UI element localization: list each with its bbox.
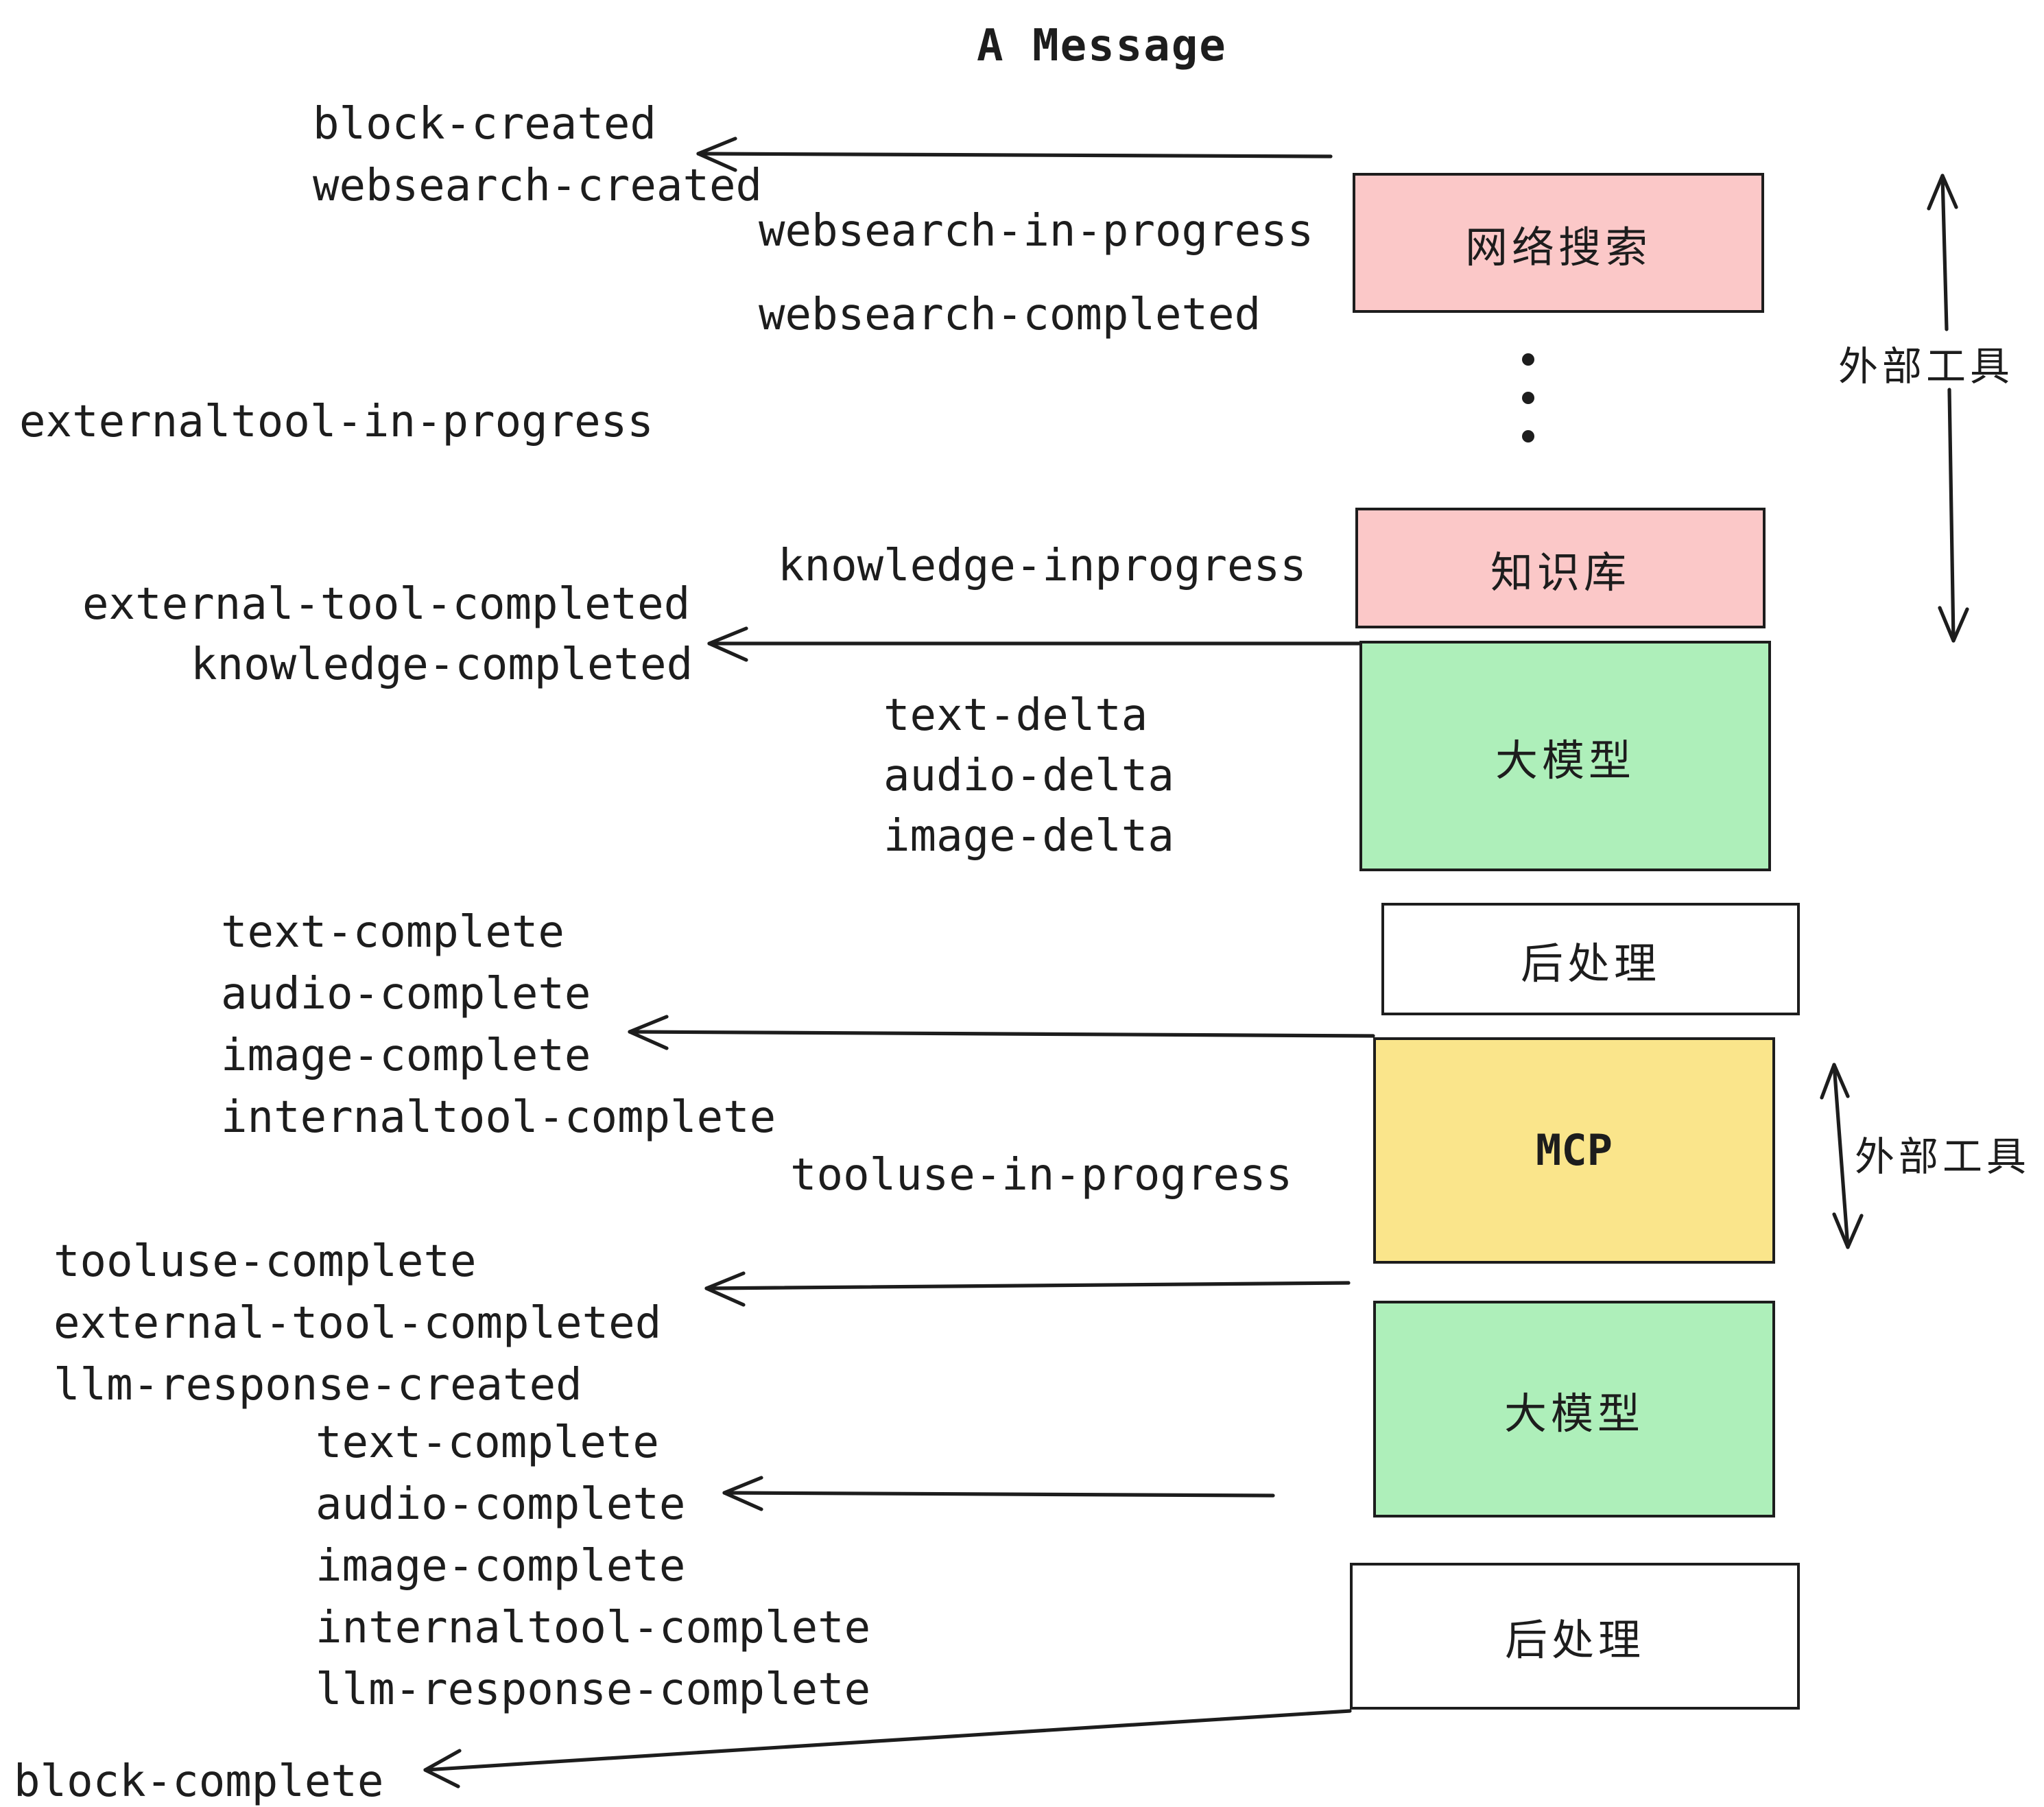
event-llm-response-complete: llm-response-complete	[316, 1663, 871, 1715]
node-llm-1: 大模型	[1359, 641, 1771, 871]
event-block-created: block-created	[313, 97, 656, 150]
node-mcp: MCP	[1373, 1037, 1775, 1264]
event-websearch-in-progress: websearch-in-progress	[759, 204, 1314, 257]
side-label-external-tools-2: 外部工具	[1855, 1133, 2031, 1180]
arrow-to-tooluse-complete	[704, 1271, 1351, 1307]
page-title: A Message	[977, 19, 1227, 71]
event-internaltool-complete-2: internaltool-complete	[316, 1601, 871, 1653]
arrow-websearch-to-created	[696, 137, 1333, 172]
event-websearch-completed: websearch-completed	[759, 288, 1261, 340]
event-audio-delta: audio-delta	[883, 749, 1174, 801]
arrow-to-knowledge-completed	[707, 626, 1362, 662]
node-llm-1-label: 大模型	[1495, 736, 1635, 786]
event-externaltool-in-progress: externaltool-in-progress	[19, 395, 654, 447]
node-postprocess-1-label: 后处理	[1521, 939, 1661, 989]
event-internaltool-complete: internaltool-complete	[221, 1091, 776, 1143]
node-postprocess-1: 后处理	[1381, 903, 1800, 1015]
event-audio-complete: audio-complete	[221, 967, 591, 1019]
node-postprocess-2-label: 后处理	[1505, 1616, 1645, 1666]
node-knowledge: 知识库	[1355, 508, 1766, 628]
event-knowledge-inprogress: knowledge-inprogress	[778, 539, 1307, 591]
event-llm-response-created: llm-response-created	[54, 1358, 582, 1410]
node-knowledge-label: 知识库	[1490, 548, 1630, 598]
event-external-tool-completed-2: external-tool-completed	[54, 1297, 662, 1349]
node-postprocess-2: 后处理	[1350, 1563, 1800, 1710]
event-tooluse-complete: tooluse-complete	[54, 1235, 477, 1287]
event-text-complete: text-complete	[221, 906, 565, 958]
vertical-ellipsis-dots	[1522, 353, 1534, 442]
event-websearch-created: websearch-created	[313, 159, 763, 211]
event-image-complete: image-complete	[221, 1029, 591, 1081]
event-external-tool-completed: external-tool-completed	[82, 578, 691, 630]
event-block-complete: block-complete	[14, 1755, 384, 1807]
side-label-external-tools-1: 外部工具	[1838, 343, 2015, 390]
node-llm-2: 大模型	[1373, 1301, 1775, 1517]
node-llm-2-label: 大模型	[1504, 1389, 1644, 1439]
arrow-to-audio-complete	[722, 1476, 1275, 1511]
event-audio-complete-2: audio-complete	[316, 1478, 686, 1530]
event-text-complete-2: text-complete	[316, 1416, 659, 1468]
event-image-delta: image-delta	[883, 810, 1174, 862]
event-tooluse-in-progress: tooluse-in-progress	[790, 1148, 1293, 1201]
event-knowledge-completed: knowledge-completed	[191, 638, 693, 690]
event-image-complete-2: image-complete	[316, 1539, 686, 1592]
event-text-delta: text-delta	[883, 689, 1148, 741]
double-arrow-external-tools-1	[1927, 174, 1969, 643]
arrow-to-image-complete	[628, 1015, 1375, 1050]
arrow-to-block-complete	[423, 1709, 1352, 1788]
node-websearch: 网络搜索	[1353, 173, 1764, 313]
node-mcp-label: MCP	[1536, 1126, 1613, 1175]
node-websearch-label: 网络搜索	[1465, 223, 1652, 272]
